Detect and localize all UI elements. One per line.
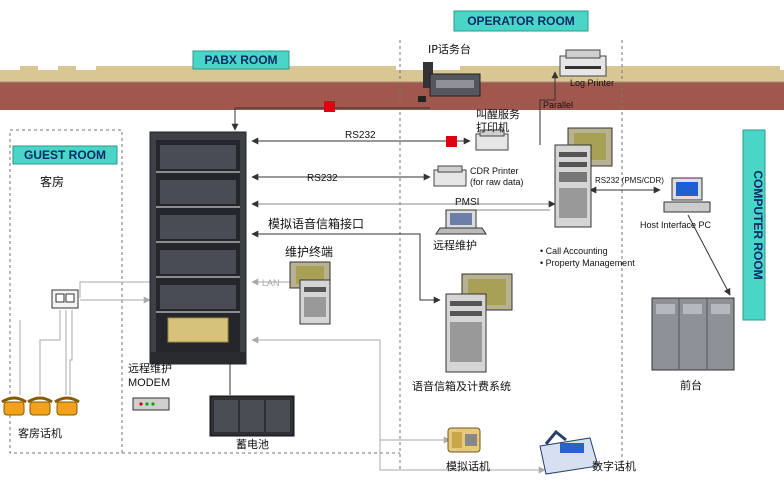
lan-label: LAN	[262, 278, 280, 288]
voicemail-billing-system	[445, 273, 513, 373]
analog-phone-label: 模拟话机	[446, 459, 490, 473]
room-tag-pabx: PABX ROOM	[192, 50, 290, 70]
rs232-pms-label: RS232 (PMS/CDR)	[595, 176, 664, 185]
room-boundaries	[9, 40, 623, 470]
vm-port-to-system	[419, 262, 441, 304]
wakeup-printer	[475, 129, 509, 151]
remote-maint-laptop	[435, 209, 487, 235]
red-marker-rs232	[446, 136, 457, 147]
call-accounting-label: • Call Accounting	[540, 246, 608, 256]
front-desk-cabinets	[651, 297, 735, 371]
digital-phone-label: 数字话机	[592, 459, 636, 473]
room-label-operator: OPERATOR ROOM	[467, 14, 575, 28]
pc-to-frontdesk-link	[687, 214, 731, 296]
room-label-pabx: PABX ROOM	[204, 53, 277, 67]
operator-rack	[554, 127, 613, 228]
property-management-label: • Property Management	[540, 258, 635, 268]
front-desk-label: 前台	[680, 378, 702, 392]
red-marker-ip	[324, 101, 335, 112]
room-tag-guest: GUEST ROOM	[12, 145, 118, 165]
building-floor-band	[0, 66, 784, 110]
modem-label-2: MODEM	[128, 377, 170, 389]
pmsi-label: PMSI	[455, 197, 479, 208]
guest-wall-outlet	[51, 289, 79, 309]
ip-console-link	[231, 107, 430, 131]
guest-room-cn-label: 客房	[40, 174, 64, 189]
modem-label-1: 远程维护	[128, 361, 172, 375]
maint-terminal	[289, 261, 331, 325]
remote-maint-label: 远程维护	[433, 238, 477, 252]
cdr-printer-label-2: (for raw data)	[470, 177, 524, 187]
phone-wire-3	[69, 310, 73, 395]
digital-phone-link	[379, 440, 546, 474]
ip-console	[418, 62, 481, 102]
rs232-top-label: RS232	[345, 130, 376, 141]
ip-console-label: IP话务台	[428, 42, 471, 56]
log-printer-label: Log Printer	[570, 78, 614, 88]
phone-wire-1	[39, 310, 61, 395]
cdr-printer-label-1: CDR Printer	[470, 166, 519, 176]
parallel-label: Parallel	[543, 100, 573, 110]
digital-phone	[539, 429, 599, 475]
wakeup-printer-label-2: 打印机	[476, 120, 509, 134]
guest-phones	[1, 396, 80, 416]
room-label-computer: COMPUTER ROOM	[751, 170, 765, 279]
wakeup-printer-label-1: 叫醒服务	[476, 108, 520, 121]
room-label-guest: GUEST ROOM	[24, 148, 106, 162]
pabx-cabinet	[149, 131, 247, 365]
voicemail-billing-label: 语音信箱及计费系统	[412, 379, 511, 393]
room-tag-computer: COMPUTER ROOM	[742, 129, 766, 321]
remote-maint-modem	[132, 397, 170, 411]
analog-phone	[447, 427, 481, 453]
analog-vm-link	[251, 230, 421, 262]
host-interface-pc-label: Host Interface PC	[640, 220, 712, 230]
room-tag-operator: OPERATOR ROOM	[453, 10, 589, 32]
guest-phones-label: 客房话机	[18, 426, 62, 440]
parallel-link	[539, 71, 559, 145]
connections	[19, 71, 731, 474]
cdr-printer	[433, 165, 467, 187]
host-interface-pc	[663, 177, 711, 213]
battery-bank	[209, 395, 295, 437]
analog-phone-link	[251, 336, 451, 444]
rs232-mid-label: RS232	[307, 173, 338, 184]
maint-terminal-label: 维护终端	[285, 244, 333, 259]
analog-vm-port-label: 模拟语音信箱接口	[268, 216, 364, 231]
battery-label: 蓄电池	[236, 438, 269, 451]
log-printer	[559, 49, 607, 77]
guest-outlet-return	[79, 281, 150, 298]
